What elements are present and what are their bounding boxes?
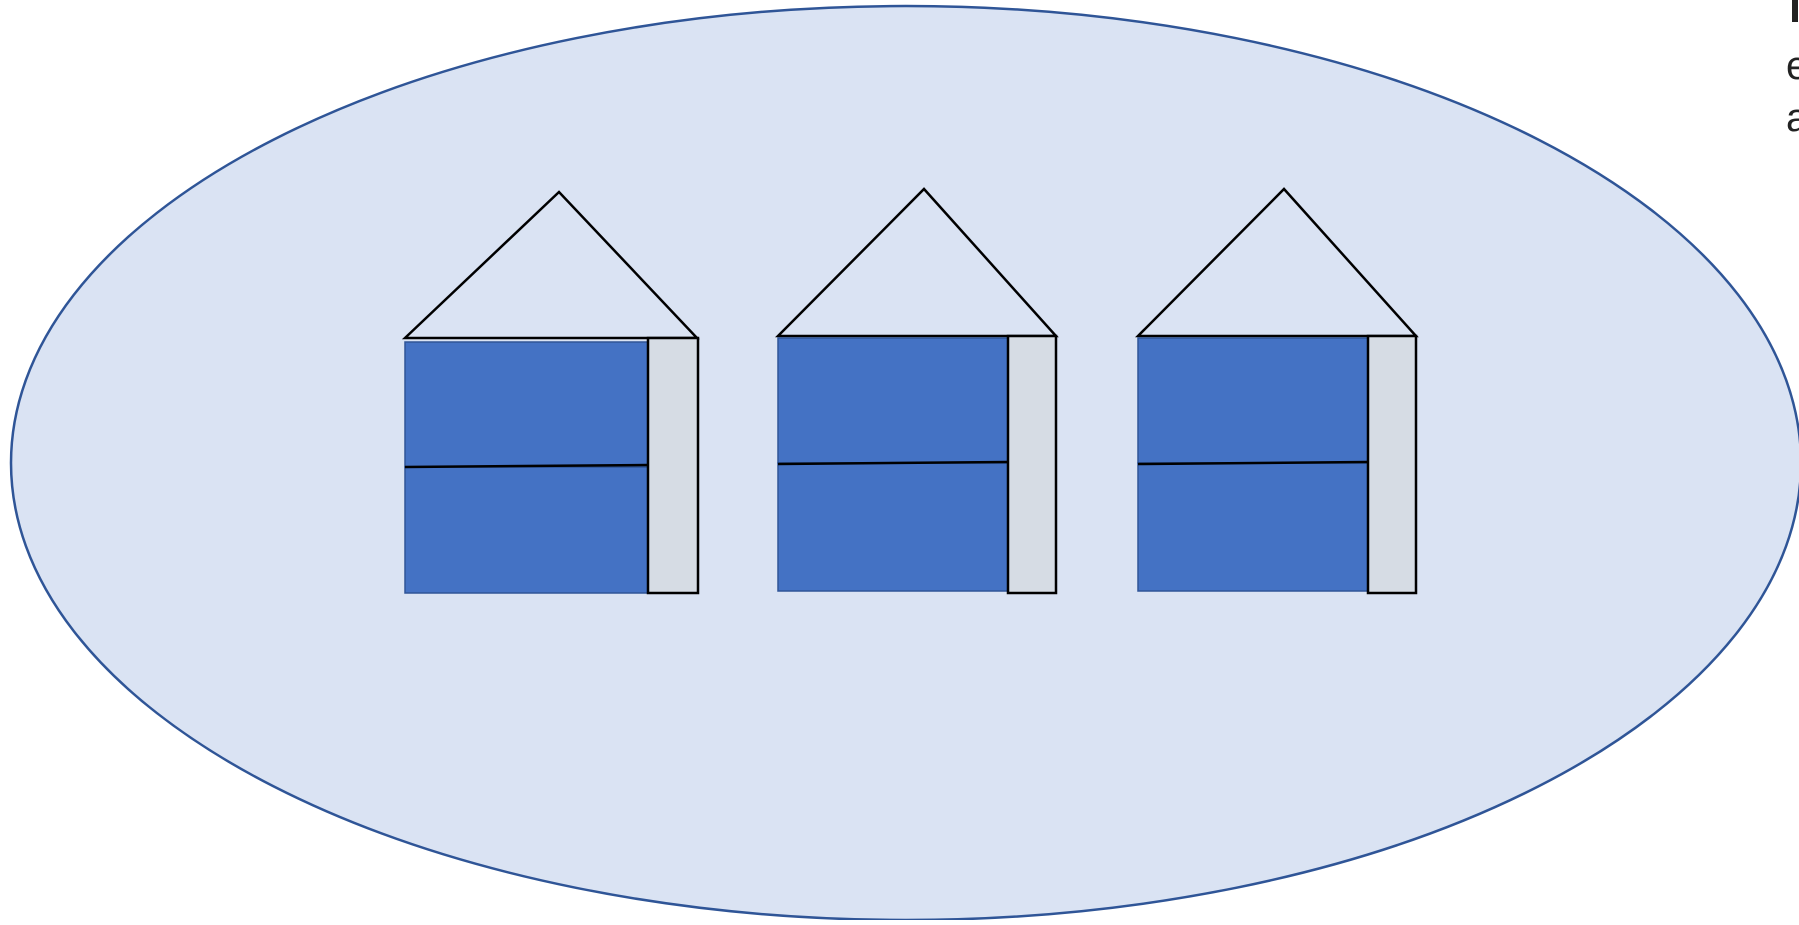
body-upper (1138, 338, 1368, 463)
body-upper (778, 338, 1008, 463)
side-panel (1008, 336, 1056, 593)
body-lower (778, 463, 1008, 591)
cropped-glyph-bar (1792, 0, 1798, 22)
side-panel (648, 338, 698, 593)
body-lower (405, 467, 648, 593)
cropped-text-line-2: e (1786, 44, 1799, 88)
body-lower (1138, 463, 1368, 591)
cropped-text-line-3: a (1786, 96, 1799, 140)
side-panel (1368, 336, 1416, 593)
body-upper (405, 342, 648, 467)
